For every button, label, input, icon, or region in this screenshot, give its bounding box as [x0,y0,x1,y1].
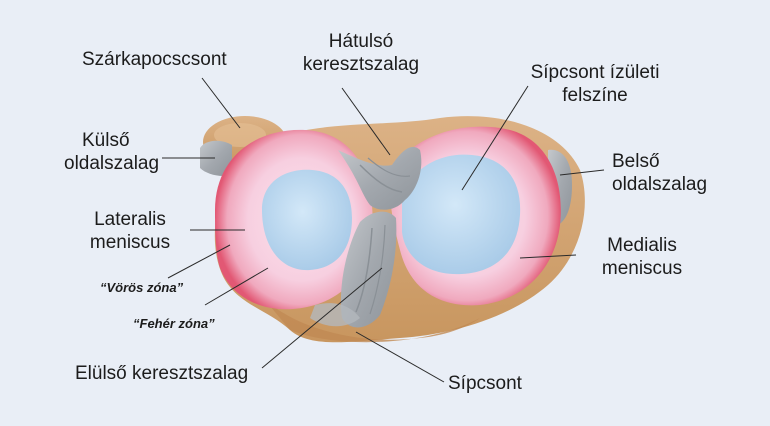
lateral-collateral-ligament [200,140,232,177]
label-tibial-surface-line2: felszíne [562,85,628,106]
medial-articular-surface [402,154,521,275]
label-lateral-collateral-line1: Külső [82,130,130,151]
label-posterior-cruciate-line2: keresztszalag [302,54,420,75]
label-tibial-surface-line1: Sípcsont ízületi [530,62,660,83]
label-lateral-meniscus-line2: meniscus [89,232,171,253]
label-lateral-collateral: Külső oldalszalag [64,129,159,175]
anterior-cruciate-ligament [340,211,397,328]
label-tibial-articular-surface: Sípcsont ízületi felszíne [520,61,670,107]
posterior-cruciate-ligament [338,146,422,210]
label-medial-collateral: Belső oldalszalag [612,150,707,196]
label-medial-meniscus-line1: Medialis [607,235,677,256]
tibia-anterior-lip [265,300,480,343]
label-tibia: Sípcsont [448,373,522,394]
label-posterior-cruciate-line1: Hátulsó [328,31,394,52]
label-lateral-meniscus-line1: Lateralis [94,209,166,230]
label-posterior-cruciate: Hátulsó keresztszalag [290,30,432,76]
label-medial-meniscus-line2: meniscus [601,258,683,279]
label-medial-meniscus: Medialis meniscus [592,234,692,280]
label-medial-collateral-line1: Belső [612,151,660,172]
label-lateral-meniscus: Lateralis meniscus [80,208,180,254]
label-lateral-collateral-line2: oldalszalag [64,153,160,174]
label-anterior-cruciate: Elülső keresztszalag [75,363,249,384]
label-white-zone: “Fehér zóna” [133,316,215,331]
label-red-zone: “Vörös zóna” [100,280,184,295]
lateral-articular-surface [262,169,352,271]
label-fibula: Szárkapocscsont [82,49,227,70]
label-medial-collateral-line2: oldalszalag [612,174,708,195]
